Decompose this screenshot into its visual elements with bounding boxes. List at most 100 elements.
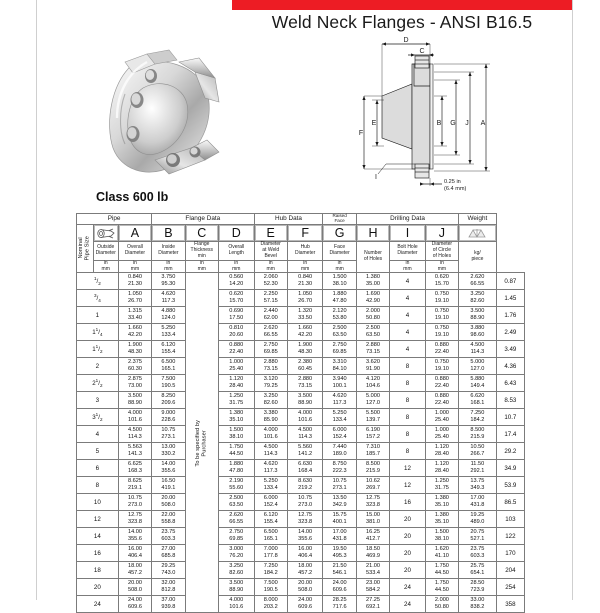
cell-number-of-holes: 4: [389, 323, 426, 342]
group-header-flange-data: Flange Data: [151, 213, 255, 225]
cell-nominal-pipe-size: 1/2: [76, 272, 119, 291]
dim-label-G: G: [450, 120, 455, 127]
cell-weight-kg-per-piece: 204: [495, 561, 526, 580]
cell-nominal-pipe-size: 11/4: [76, 323, 119, 342]
cell-number-of-holes: 20: [389, 561, 426, 580]
cell-number-of-holes: 8: [389, 357, 426, 376]
cell-nominal-pipe-size: 4: [76, 425, 119, 444]
cell-nominal-pipe-size: 20: [76, 578, 119, 597]
cell-nominal-pipe-size: 2: [76, 357, 119, 376]
flange-cross-section-diagram: D C F E: [352, 34, 512, 199]
cell-nominal-pipe-size: 24: [76, 595, 119, 613]
letter-cell-I: I: [389, 224, 426, 242]
dim-label-C: C: [419, 48, 424, 55]
dim-label-E: E: [372, 120, 377, 127]
cell-weight-kg-per-piece: 122: [495, 527, 526, 546]
cell-nominal-pipe-size: 3/4: [76, 289, 119, 308]
class-label: Class 600 lb: [96, 190, 169, 204]
cell-nominal-pipe-size: 10: [76, 493, 119, 512]
letter-cell-H: H: [355, 224, 391, 242]
letter-cell-J: J: [424, 224, 460, 242]
dim-label-A: A: [481, 120, 486, 127]
cell-number-of-holes: 8: [389, 442, 426, 461]
cell-nominal-pipe-size: 21/2: [76, 374, 119, 393]
cell-number-of-holes: 24: [389, 578, 426, 597]
cell-number-of-holes: 8: [389, 425, 426, 444]
